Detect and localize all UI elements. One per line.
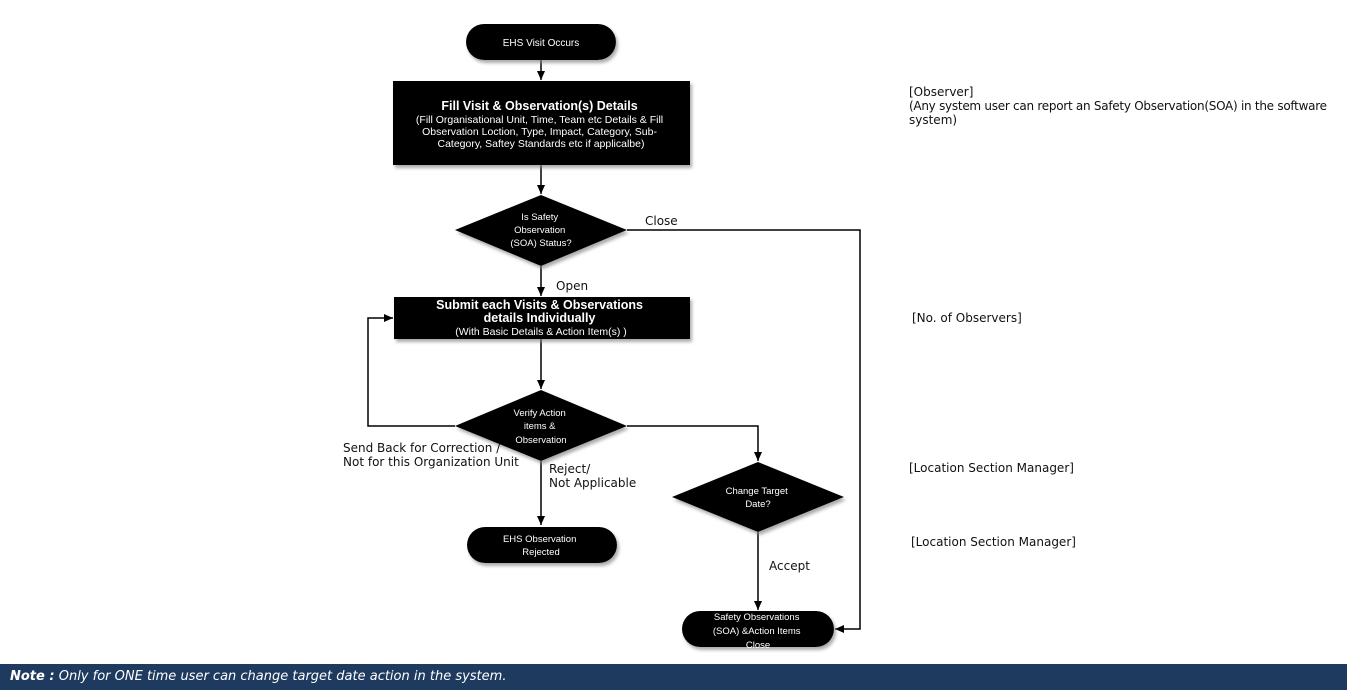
role-location-manager-text: [Location Section Manager]	[911, 535, 1076, 549]
change-date-line: Date?	[745, 499, 770, 510]
note-bar: Note : Only for ONE time user can change…	[0, 664, 1347, 690]
verify-decision-line: Verify Action	[514, 408, 566, 419]
closed-line: Safety Observations	[714, 612, 800, 623]
role-observer-title: [Observer]	[909, 85, 973, 99]
change-date-label: Change Target Date?	[726, 486, 791, 510]
status-decision-node	[455, 195, 627, 266]
submit-title: Submit each Visits & Observations	[436, 298, 643, 312]
edge-label-send-back-line: Send Back for Correction /	[343, 441, 501, 455]
submit-title: details Individually	[484, 311, 596, 325]
status-decision-line: Observation	[514, 225, 565, 236]
fill-details-label: Fill Visit & Observation(s) Details (Fil…	[416, 99, 666, 150]
edge-label-open-text: Open	[556, 279, 588, 293]
submit-node	[394, 297, 690, 339]
edge-label-reject-line: Reject/	[549, 462, 591, 476]
fill-details-line: (Fill Organisational Unit, Time, Team et…	[416, 114, 663, 126]
edge-label-close: Close	[645, 214, 678, 228]
role-observers-count-text: [No. of Observers]	[912, 311, 1022, 325]
status-decision-label: Is Safety Observation (SOA) Status?	[510, 212, 571, 249]
status-decision-line: Is Safety	[521, 212, 558, 223]
role-location-manager: [Location Section Manager]	[909, 461, 1074, 475]
role-location-manager: [Location Section Manager]	[911, 535, 1076, 549]
fill-details-title: Fill Visit & Observation(s) Details	[441, 99, 637, 113]
edge-label-accept-text: Accept	[769, 559, 810, 573]
rejected-node	[467, 527, 617, 563]
role-location-manager-text: [Location Section Manager]	[909, 461, 1074, 475]
edge-status-close	[627, 229, 861, 633]
closed-line: Close	[746, 640, 770, 651]
submit-subtitle: (With Basic Details & Action Item(s) )	[455, 326, 627, 338]
verify-decision-line: Observation	[515, 435, 566, 446]
role-observers-count: [No. of Observers]	[912, 311, 1022, 325]
rejected-line: EHS Observation	[503, 534, 576, 545]
role-observer-line: system)	[909, 113, 957, 127]
fill-details-node	[393, 81, 690, 165]
edge-label-send-back: Send Back for Correction / Not for this …	[343, 441, 519, 469]
note-label: Note :	[10, 669, 55, 684]
closed-line: (SOA) &Action Items	[713, 626, 801, 637]
note-text: Only for ONE time user can change target…	[58, 669, 507, 684]
submit-label: Submit each Visits & Observations detail…	[436, 298, 646, 338]
fill-details-line: Category, Saftey Standards etc if applic…	[437, 138, 644, 150]
edge-verify-send-back	[367, 314, 455, 427]
rejected-label: EHS Observation Rejected	[503, 534, 579, 558]
closed-label: Safety Observations (SOA) &Action Items …	[713, 612, 803, 651]
edges	[367, 60, 861, 633]
edge-label-reject: Reject/ Not Applicable	[549, 462, 636, 490]
edge-label-close-text: Close	[645, 214, 678, 228]
role-observer-line: (Any system user can report an Safety Ob…	[909, 99, 1327, 113]
edge-label-send-back-line: Not for this Organization Unit	[343, 455, 519, 469]
verify-decision-label: Verify Action items & Observation	[514, 408, 569, 446]
flowchart: EHS Visit Occurs Fill Visit & Observatio…	[343, 24, 1331, 651]
closed-node	[682, 611, 834, 647]
verify-decision-line: items &	[524, 421, 556, 432]
role-observer: [Observer] (Any system user can report a…	[909, 85, 1331, 127]
edge-verify-to-change	[627, 425, 762, 461]
rejected-line: Rejected	[522, 547, 560, 558]
status-decision-line: (SOA) Status?	[510, 238, 571, 249]
start-label-line: EHS Visit Occurs	[503, 38, 580, 49]
verify-decision-node	[455, 390, 627, 461]
start-node	[466, 24, 616, 60]
edge-label-accept: Accept	[769, 559, 810, 573]
edge-label-open: Open	[556, 279, 588, 293]
fill-details-line: Observation Loction, Type, Impact, Categ…	[422, 126, 657, 138]
change-date-decision-node	[672, 462, 844, 532]
start-label: EHS Visit Occurs	[503, 38, 580, 49]
change-date-line: Change Target	[726, 486, 789, 497]
edge-label-reject-line: Not Applicable	[549, 476, 636, 490]
